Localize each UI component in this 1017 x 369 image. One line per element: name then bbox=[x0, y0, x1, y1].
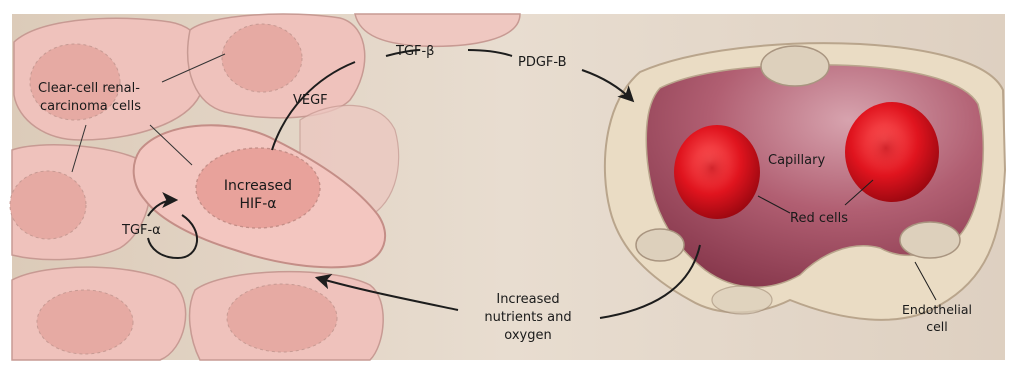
label-nutrients-line1: Increased bbox=[496, 292, 559, 307]
nucleus-bottom-left bbox=[37, 290, 133, 354]
endothelial-nucleus-top bbox=[761, 46, 829, 86]
label-tumor-cells-line1: Clear-cell renal- bbox=[38, 81, 140, 96]
nucleus-bottom-middle bbox=[227, 284, 337, 352]
red-cell-left-dimple bbox=[692, 146, 732, 190]
label-vegf: VEGF bbox=[293, 93, 328, 108]
label-tgf-beta: TGF-β bbox=[395, 44, 434, 59]
label-capillary: Capillary bbox=[768, 153, 825, 168]
label-endothelial-line1: Endothelial bbox=[902, 302, 972, 317]
label-nutrients-line2: nutrients and bbox=[484, 310, 571, 325]
red-cell-right-dimple bbox=[864, 124, 908, 172]
endothelial-nucleus-right bbox=[900, 222, 960, 258]
label-nutrients-line3: oxygen bbox=[504, 328, 551, 343]
label-tgf-alpha: TGF-α bbox=[121, 223, 161, 238]
label-endothelial-line2: cell bbox=[926, 319, 948, 334]
label-nucleus-line2: HIF-α bbox=[240, 196, 277, 212]
endothelial-nucleus-bottom bbox=[712, 286, 772, 314]
capillary-group bbox=[605, 43, 1005, 320]
nucleus-top-middle bbox=[222, 24, 302, 92]
nucleus-left-middle bbox=[10, 171, 86, 239]
label-tumor-cells-line2: carcinoma cells bbox=[40, 99, 141, 114]
endothelial-nucleus-left bbox=[636, 229, 684, 261]
label-pdgf-b: PDGF-B bbox=[518, 55, 567, 70]
label-red-cells: Red cells bbox=[790, 211, 848, 226]
label-nucleus-line1: Increased bbox=[224, 178, 292, 194]
